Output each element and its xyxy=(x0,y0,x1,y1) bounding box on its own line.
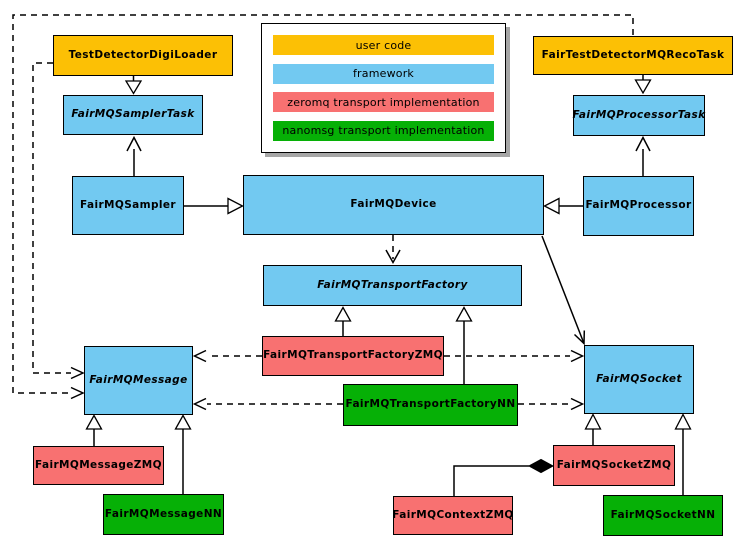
inheritance-edge-messagenn-message xyxy=(174,414,192,494)
legend-box: user code framework zeromq transport imp… xyxy=(261,23,506,153)
inheritance-edge-digiloader-samplertask xyxy=(124,76,143,95)
class-box-fairmqtransportfactoryzmq: FairMQTransportFactoryZMQ xyxy=(262,336,444,376)
inheritance-edge-tfzmq-transportfactory xyxy=(334,306,352,336)
inheritance-edge-sampler-device xyxy=(184,197,244,215)
dependency-edge-recotask-to-message xyxy=(12,14,634,400)
class-box-fairmqsampler: FairMQSampler xyxy=(72,176,184,235)
class-box-fairmqsocketzmq: FairMQSocketZMQ xyxy=(553,445,675,486)
association-edge-sampler-samplertask xyxy=(126,135,142,176)
dependency-edge-tfzmq-message xyxy=(192,349,262,363)
dependency-edge-tfzmq-socket xyxy=(444,349,585,363)
class-box-fairmqsocket: FairMQSocket xyxy=(584,345,694,414)
inheritance-edge-recotask-processortask xyxy=(634,75,652,95)
inheritance-edge-socketzmq-socket xyxy=(584,413,602,445)
dependency-edge-tfnn-message xyxy=(192,397,343,411)
class-box-fairmqtransportfactorynn: FairMQTransportFactoryNN xyxy=(343,384,518,426)
class-box-fairmqmessage: FairMQMessage xyxy=(84,346,193,415)
class-box-fairmqprocessortask: FairMQProcessorTask xyxy=(572,95,705,136)
class-box-fairmqmessagezmq: FairMQMessageZMQ xyxy=(33,446,164,485)
inheritance-edge-tfnn-transportfactory xyxy=(455,306,473,384)
association-edge-device-socket xyxy=(541,235,586,346)
legend-item-zeromq: zeromq transport implementation xyxy=(273,92,494,113)
class-box-fairtestdetectormqrecotask: FairTestDetectorMQRecoTask xyxy=(533,36,733,75)
composition-edge-socketzmq-contextzmq xyxy=(453,458,555,496)
inheritance-edge-socketnn-socket xyxy=(674,413,692,495)
legend-item-nanomsg: nanomsg transport implementation xyxy=(273,120,494,141)
class-box-fairmqcontextzmq: FairMQContextZMQ xyxy=(392,496,513,535)
association-edge-processor-processortask xyxy=(635,135,651,176)
dependency-edge-digiloader-to-message xyxy=(32,62,85,380)
dependency-edge-device-transportfactory xyxy=(385,235,401,265)
inheritance-edge-messagezmq-message xyxy=(85,414,103,446)
class-box-fairmqmessagenn: FairMQMessageNN xyxy=(103,494,224,535)
class-box-fairmqsamplertask: FairMQSamplerTask xyxy=(63,95,203,135)
class-box-fairmqprocessor: FairMQProcessor xyxy=(583,176,694,236)
class-box-fairmqdevice: FairMQDevice xyxy=(243,175,544,235)
class-box-fairmqtransportfactory: FairMQTransportFactory xyxy=(263,265,522,306)
dependency-edge-tfnn-socket xyxy=(518,397,585,411)
legend-item-user-code: user code xyxy=(273,35,494,55)
class-box-testdetectordigiloader: TestDetectorDigiLoader xyxy=(53,35,233,76)
legend-item-framework: framework xyxy=(273,63,494,84)
inheritance-edge-processor-device xyxy=(543,197,583,215)
class-box-fairmqsocketnn: FairMQSocketNN xyxy=(603,495,723,536)
